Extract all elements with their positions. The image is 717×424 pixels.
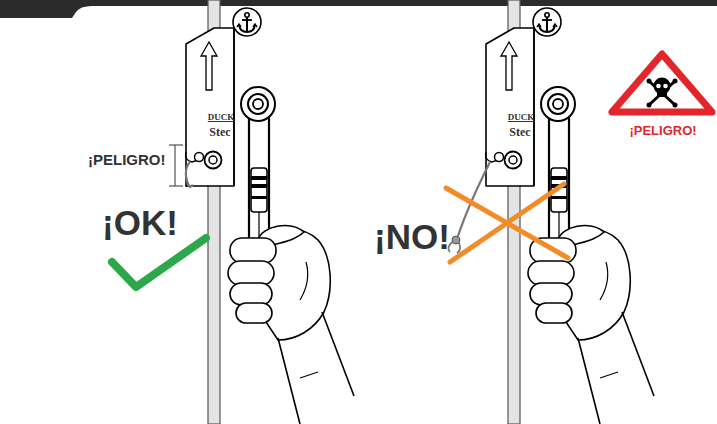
pulley-carabiner: [186, 87, 275, 256]
anchor-symbol: [233, 8, 261, 36]
brand-logo: Stec: [504, 126, 536, 138]
device-outline: [184, 26, 236, 188]
cord-knot: [448, 236, 460, 253]
hand: [528, 226, 654, 424]
device-outline: [484, 26, 536, 188]
safety-cord: [458, 162, 490, 236]
device-edge: [533, 28, 535, 186]
brand-logo: DUCK: [206, 113, 236, 122]
rope-grab-device: DUCK Stec: [484, 26, 536, 188]
anchor-symbol: [533, 8, 561, 36]
pulley-carabiner: [486, 87, 575, 256]
triangle-outline: [612, 54, 712, 112]
header-bar: [0, 0, 717, 18]
brand-logo: Stec: [204, 126, 236, 138]
direction-arrow: [201, 42, 217, 90]
safety-cord: [186, 162, 193, 187]
rope-grab-device: DUCK Stec: [184, 26, 236, 188]
direction-arrow: [501, 42, 517, 90]
device-body: [186, 28, 234, 186]
verdict-label: ¡NO!: [374, 219, 450, 254]
hand: [228, 226, 354, 424]
device-edge: [233, 28, 235, 186]
skull-symbol: [647, 78, 678, 108]
device-body: [486, 28, 534, 186]
warning-sign: ¡PELIGRO!: [606, 46, 717, 150]
verdict-label: ¡OK!: [102, 205, 178, 240]
check-mark: [112, 238, 206, 287]
cross-mark: [446, 184, 568, 262]
brand-logo: DUCK: [506, 113, 536, 122]
warning-label: ¡PELIGRO!: [88, 152, 166, 167]
warning-text: ¡PELIGRO!: [606, 124, 717, 137]
